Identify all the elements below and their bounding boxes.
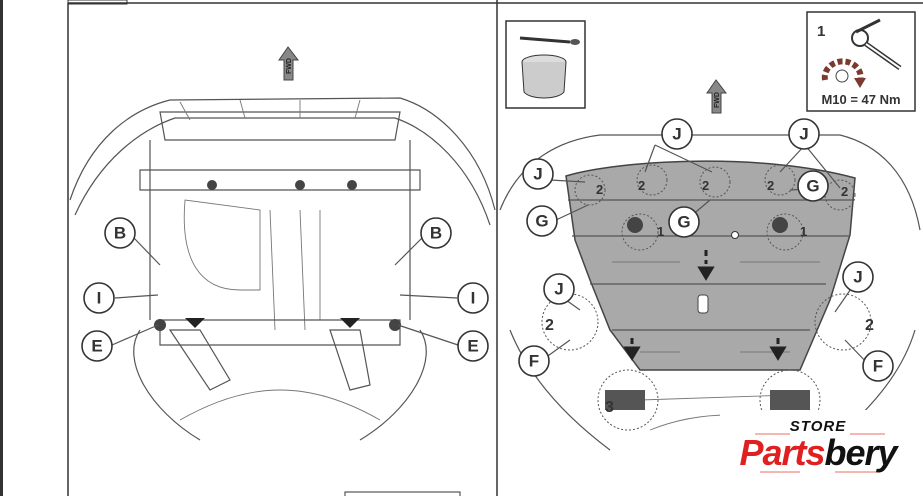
svg-text:2: 2 xyxy=(865,317,874,334)
svg-text:2: 2 xyxy=(545,317,554,334)
svg-text:E: E xyxy=(91,337,102,356)
svg-text:B: B xyxy=(430,224,442,243)
wrench-icon xyxy=(851,18,902,71)
callout-i-right: I xyxy=(457,282,489,314)
step-numbers: 1 1 2 2 2 2 2 2 2 3 xyxy=(545,178,874,416)
partsbery-store-watermark: STORE Partsbery xyxy=(733,418,903,471)
torque-rotation-icon xyxy=(821,58,866,88)
svg-text:2: 2 xyxy=(702,178,709,193)
svg-text:G: G xyxy=(535,212,548,231)
callout-j-4: J xyxy=(543,273,575,305)
svg-text:1: 1 xyxy=(657,224,664,239)
callout-j-1: J xyxy=(522,158,554,190)
svg-text:1: 1 xyxy=(800,224,807,239)
torque-spec-box: 1 M10 = 47 Nm xyxy=(806,11,916,112)
callout-e-right: E xyxy=(457,330,489,362)
svg-text:M10 = 47 Nm: M10 = 47 Nm xyxy=(821,92,900,107)
svg-text:2: 2 xyxy=(767,178,774,193)
callout-g-1: G xyxy=(526,205,558,237)
svg-text:J: J xyxy=(554,280,563,299)
header-cell xyxy=(67,0,128,5)
callout-b-left: B xyxy=(104,217,136,249)
callout-b-right: B xyxy=(420,217,452,249)
callout-g-3: G xyxy=(797,170,829,202)
svg-text:I: I xyxy=(97,289,102,308)
svg-text:J: J xyxy=(533,165,542,184)
callout-g-2: G xyxy=(668,206,700,238)
svg-text:3: 3 xyxy=(605,399,614,416)
grease-tool-box xyxy=(505,20,586,109)
fwd-arrow-left: FWD xyxy=(278,46,300,81)
svg-text:2: 2 xyxy=(596,182,603,197)
svg-text:F: F xyxy=(873,357,883,376)
watermark-store-text: STORE xyxy=(789,418,847,435)
svg-text:1: 1 xyxy=(817,23,825,40)
svg-text:2: 2 xyxy=(638,178,645,193)
callout-i-left: I xyxy=(83,282,115,314)
svg-text:I: I xyxy=(471,289,476,308)
callout-j-3: J xyxy=(788,118,820,150)
svg-text:B: B xyxy=(114,224,126,243)
callout-j-5: J xyxy=(842,261,874,293)
fwd-arrow-right: FWD xyxy=(706,79,728,114)
svg-text:J: J xyxy=(672,125,681,144)
svg-text:2: 2 xyxy=(841,184,848,199)
skid-plate xyxy=(499,134,921,451)
svg-text:E: E xyxy=(467,337,478,356)
svg-text:J: J xyxy=(799,125,808,144)
svg-text:FWD: FWD xyxy=(286,58,293,74)
callout-j-2: J xyxy=(661,118,693,150)
svg-text:FWD: FWD xyxy=(714,92,721,108)
vehicle-underbody-left xyxy=(69,97,496,441)
callout-f-2: F xyxy=(862,350,894,382)
svg-text:F: F xyxy=(529,352,539,371)
callout-f-1: F xyxy=(518,345,550,377)
svg-text:G: G xyxy=(806,177,819,196)
watermark-brand: Partsbery xyxy=(739,432,897,473)
left-edge-bar xyxy=(0,0,3,496)
callout-e-left: E xyxy=(81,330,113,362)
svg-text:G: G xyxy=(677,213,690,232)
svg-text:J: J xyxy=(853,268,862,287)
